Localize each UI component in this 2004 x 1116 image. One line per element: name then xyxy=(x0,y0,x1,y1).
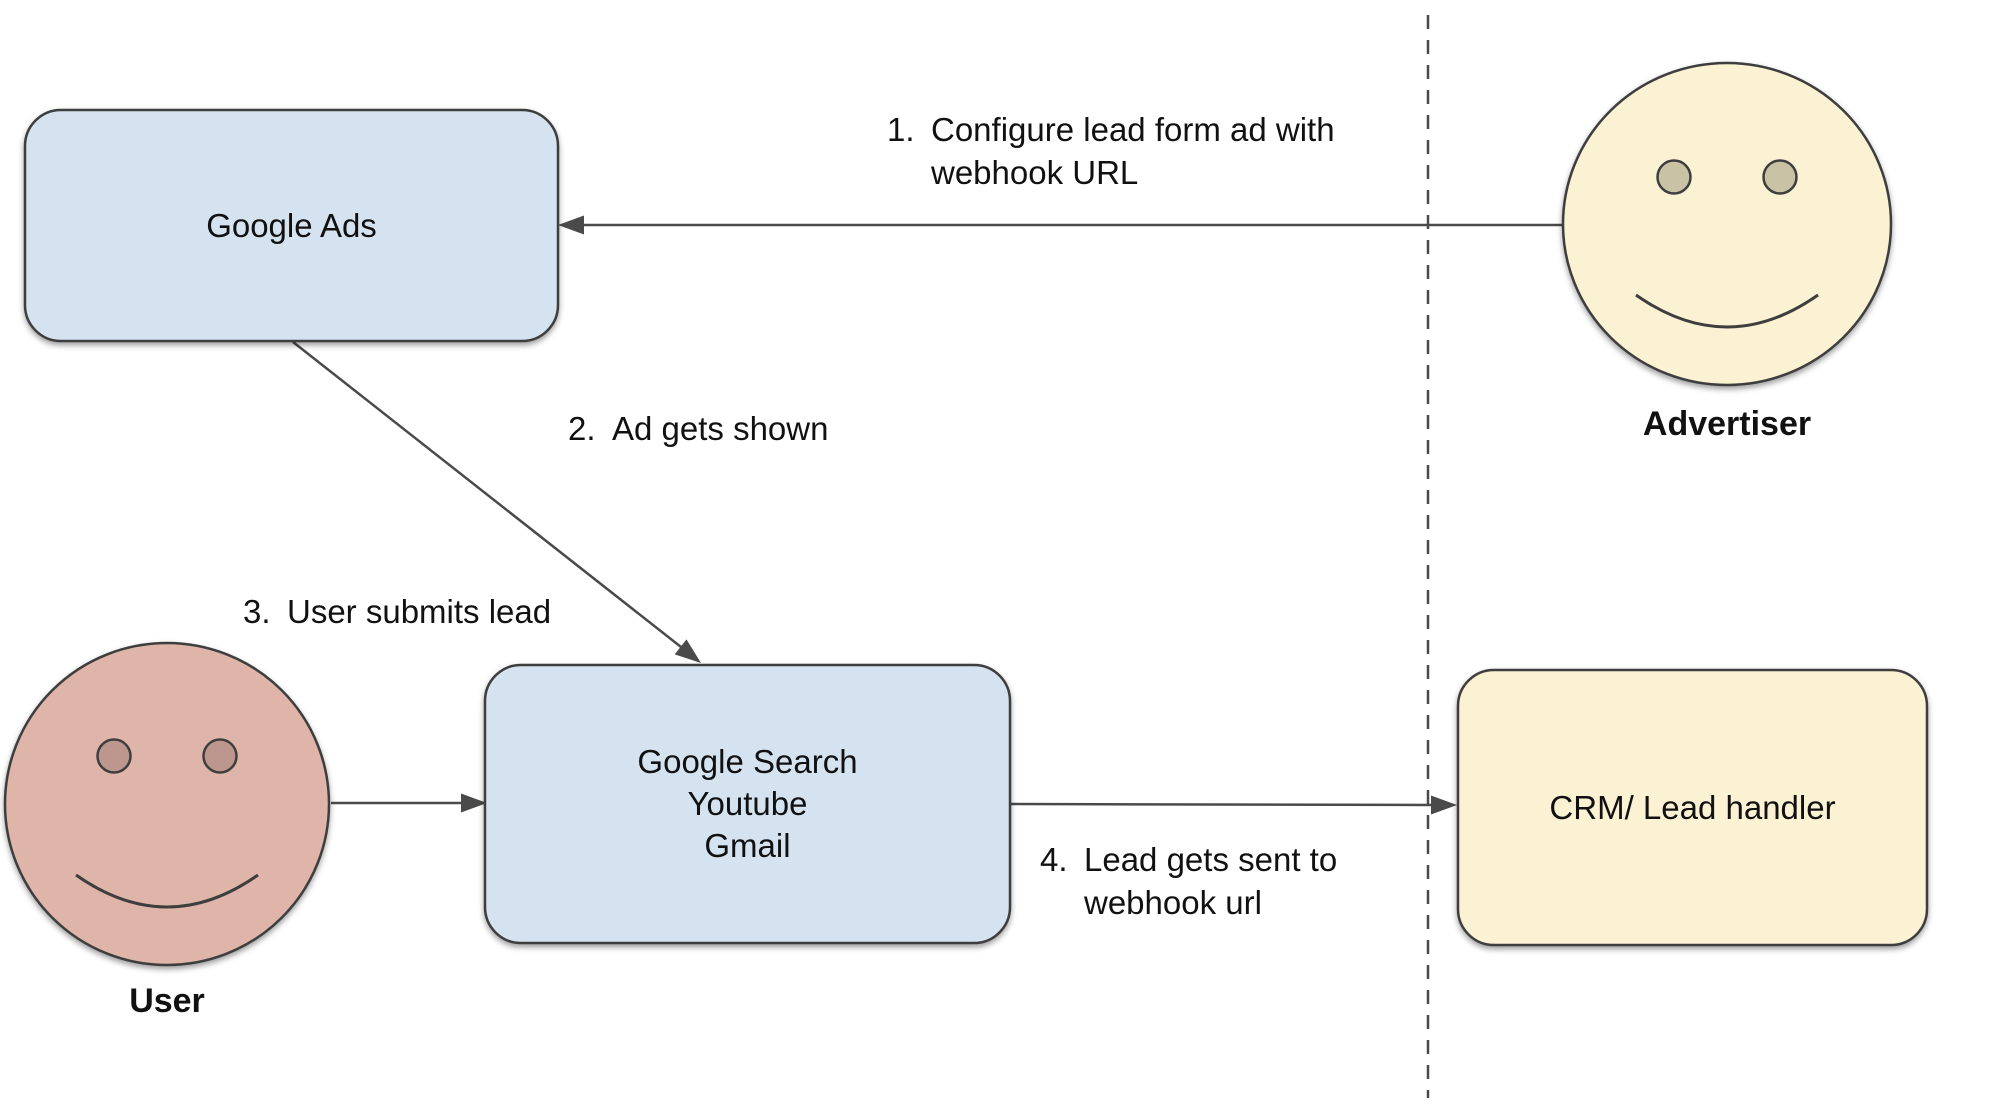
user-eye-right xyxy=(202,738,238,774)
step-4-line-1: Lead gets sent to xyxy=(1084,841,1338,878)
user-smile xyxy=(75,873,259,909)
step-1-text: Configure lead form ad with webhook URL xyxy=(931,108,1335,194)
advertiser-face xyxy=(1561,61,1893,387)
step-4-line-2: webhook url xyxy=(1084,884,1262,921)
arrow-step-4-head xyxy=(1431,795,1457,815)
user-eye-left xyxy=(96,738,132,774)
step-2-line-1: Ad gets shown xyxy=(612,410,829,447)
arrow-step-3 xyxy=(331,793,487,813)
step-4-text: Lead gets sent to webhook url xyxy=(1084,838,1337,924)
google-surfaces-box xyxy=(483,663,1012,945)
arrow-step-3-head xyxy=(461,793,487,813)
step-1-line-1: Configure lead form ad with xyxy=(931,111,1335,148)
arrow-step-2-line xyxy=(292,341,682,648)
arrow-step-1-head xyxy=(558,215,584,235)
user-head xyxy=(3,641,331,967)
step-1-number: 1. xyxy=(887,111,915,148)
step-3-text: User submits lead xyxy=(287,590,551,633)
google-ads-box xyxy=(23,108,560,343)
advertiser-eye-left xyxy=(1656,159,1692,195)
advertiser-caption: Advertiser xyxy=(1642,405,1812,443)
step-4-number: 4. xyxy=(1040,841,1068,878)
user-face xyxy=(3,641,331,967)
arrow-step-2 xyxy=(292,341,701,663)
arrow-step-4-line xyxy=(1009,802,1434,807)
step-2-number: 2. xyxy=(568,410,596,447)
step-label-2: 2. Ad gets shown xyxy=(568,407,828,450)
advertiser-smile xyxy=(1635,293,1819,329)
advertiser-head xyxy=(1561,61,1893,387)
step-3-number: 3. xyxy=(243,593,271,630)
crm-box xyxy=(1456,668,1929,947)
advertiser-eye-right xyxy=(1762,159,1798,195)
step-label-4: 4. Lead gets sent to webhook url xyxy=(1040,838,1337,924)
step-3-line-1: User submits lead xyxy=(287,593,552,630)
arrow-step-4 xyxy=(1009,795,1457,815)
step-1-line-2: webhook URL xyxy=(931,154,1139,191)
user-caption: User xyxy=(129,982,205,1020)
step-2-text: Ad gets shown xyxy=(612,407,828,450)
arrow-step-1 xyxy=(558,215,1563,235)
step-label-3: 3. User submits lead xyxy=(243,590,551,633)
step-label-1: 1. Configure lead form ad with webhook U… xyxy=(887,108,1335,194)
arrow-step-2-head xyxy=(674,639,701,663)
